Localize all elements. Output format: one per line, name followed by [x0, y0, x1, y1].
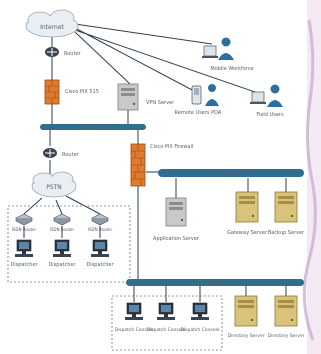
- server-icon: [274, 191, 298, 223]
- router-icon: [45, 47, 59, 57]
- app-server-label: Application Server: [153, 236, 200, 242]
- firewall-mid-node[interactable]: Cisco PIX Firewall: [130, 143, 193, 187]
- cloud-icon: [31, 171, 77, 198]
- workstation-icon: [125, 302, 143, 320]
- isdn-router-1-node[interactable]: ISDN Router: [12, 213, 37, 232]
- right-edge-texture: [302, 0, 321, 354]
- workstation-icon: [157, 302, 175, 320]
- pda-user-label: Remote Users PDA: [175, 110, 222, 116]
- core-switch-label: Core Switch: [80, 125, 107, 131]
- server-icon: [165, 197, 187, 227]
- gateway-server-node[interactable]: Gateway Server: [227, 191, 268, 236]
- field-user-node[interactable]: Field Users: [250, 84, 284, 119]
- app-server-node[interactable]: Application Server: [153, 197, 200, 242]
- dispatch-console-2-node[interactable]: Dispatch Console: [146, 302, 186, 333]
- pda-icon: [191, 84, 219, 106]
- workstation-icon: [191, 302, 209, 320]
- user-laptop-icon: [250, 84, 283, 107]
- firewall-icon: [130, 143, 146, 187]
- dispatch-console-1-label: Dispatch Console: [114, 327, 153, 333]
- router-left-label: Router: [62, 152, 80, 158]
- core-switch-node[interactable]: Core Switch: [40, 124, 146, 131]
- backup-server-label: Backup Server: [268, 230, 305, 236]
- switch-bar-icon: [126, 279, 304, 286]
- router-top-label: Router: [64, 51, 82, 57]
- isdn-router-2-label: ISDN Router: [50, 227, 75, 232]
- dispatcher-3-node[interactable]: Dispatcher: [86, 239, 114, 268]
- dispatcher-3-label: Dispatcher: [86, 262, 114, 268]
- edge-internet-mobile: [74, 23, 213, 45]
- directory-server-2-node[interactable]: Directory Server: [268, 295, 305, 339]
- router-small-icon: [53, 213, 71, 226]
- workstation-icon: [91, 239, 109, 257]
- server-icon: [274, 295, 298, 327]
- edge-internet-pda: [74, 27, 197, 93]
- directory-server-1-label: Directory Server: [228, 333, 265, 339]
- pda-user-node[interactable]: Remote Users PDA: [175, 84, 222, 116]
- firewall-mid-label: Cisco PIX Firewall: [150, 144, 193, 150]
- router-top-node[interactable]: Router: [45, 47, 82, 57]
- console-group-box: [111, 295, 223, 351]
- firewall-icon: [44, 79, 60, 105]
- workstation-icon: [53, 239, 71, 257]
- dispatch-console-3-label: Dispatch Console: [180, 327, 219, 333]
- workstation-icon: [15, 239, 33, 257]
- dispatcher-2-label: Dispatcher: [48, 262, 76, 268]
- dmz-switch-label: DMZ Switch: [218, 171, 245, 177]
- server-icon: [117, 83, 139, 111]
- pstn-label: PSTN: [46, 184, 62, 191]
- user-laptop-icon: [202, 37, 234, 60]
- dispatcher-2-node[interactable]: Dispatcher: [48, 239, 76, 268]
- isdn-router-3-node[interactable]: ISDN Router: [88, 213, 113, 232]
- directory-server-2-label: Directory Server: [268, 333, 305, 339]
- dmz-switch-node[interactable]: DMZ Switch: [158, 169, 304, 177]
- edge-pstn-isdn2: [55, 199, 63, 215]
- field-user-label: Field Users: [256, 112, 284, 118]
- dispatcher-group-box: [7, 205, 131, 283]
- gateway-server-label: Gateway Server: [227, 230, 268, 236]
- internet-label: Internet: [40, 24, 64, 31]
- internet-node[interactable]: Internet: [25, 9, 79, 38]
- isdn-router-2-node[interactable]: ISDN Router: [50, 213, 75, 232]
- lan-switch-node[interactable]: LAN Switch: [126, 279, 304, 287]
- cloud-icon: [25, 9, 79, 38]
- directory-server-1-node[interactable]: Directory Server: [228, 295, 265, 339]
- dispatch-console-3-node[interactable]: Dispatch Console: [180, 302, 220, 333]
- router-icon: [43, 148, 57, 158]
- edge-pstn-isdn3: [65, 195, 101, 215]
- switch-bar-icon: [158, 169, 304, 177]
- mobile-user-label: Mobile Workforce: [210, 66, 253, 72]
- vpn-server-label: VPN Server: [146, 100, 175, 106]
- switch-bar-icon: [40, 124, 146, 130]
- isdn-router-3-label: ISDN Router: [88, 227, 113, 232]
- firewall-top-label: Cisco PIX 515: [65, 89, 99, 95]
- dispatcher-1-node[interactable]: Dispatcher: [10, 239, 38, 268]
- dispatch-console-2-label: Dispatch Console: [146, 327, 185, 333]
- dispatcher-1-label: Dispatcher: [10, 262, 38, 268]
- pstn-node[interactable]: PSTN: [31, 171, 77, 198]
- router-small-icon: [91, 213, 109, 226]
- backup-server-node[interactable]: Backup Server: [268, 191, 305, 236]
- links-layer: [23, 23, 287, 302]
- router-left-node[interactable]: Router: [43, 148, 80, 158]
- edge-internet-field: [74, 29, 259, 94]
- firewall-top-node[interactable]: Cisco PIX 515: [44, 79, 99, 105]
- isdn-router-1-label: ISDN Router: [12, 227, 37, 232]
- lan-switch-label: LAN Switch: [202, 281, 228, 287]
- dispatch-console-1-node[interactable]: Dispatch Console: [114, 302, 154, 333]
- vpn-server-node[interactable]: VPN Server: [117, 83, 175, 111]
- edge-internet-vpn: [74, 31, 131, 85]
- router-small-icon: [15, 213, 33, 226]
- server-icon: [234, 295, 258, 327]
- server-icon: [235, 191, 259, 223]
- mobile-user-node[interactable]: Mobile Workforce: [202, 37, 254, 73]
